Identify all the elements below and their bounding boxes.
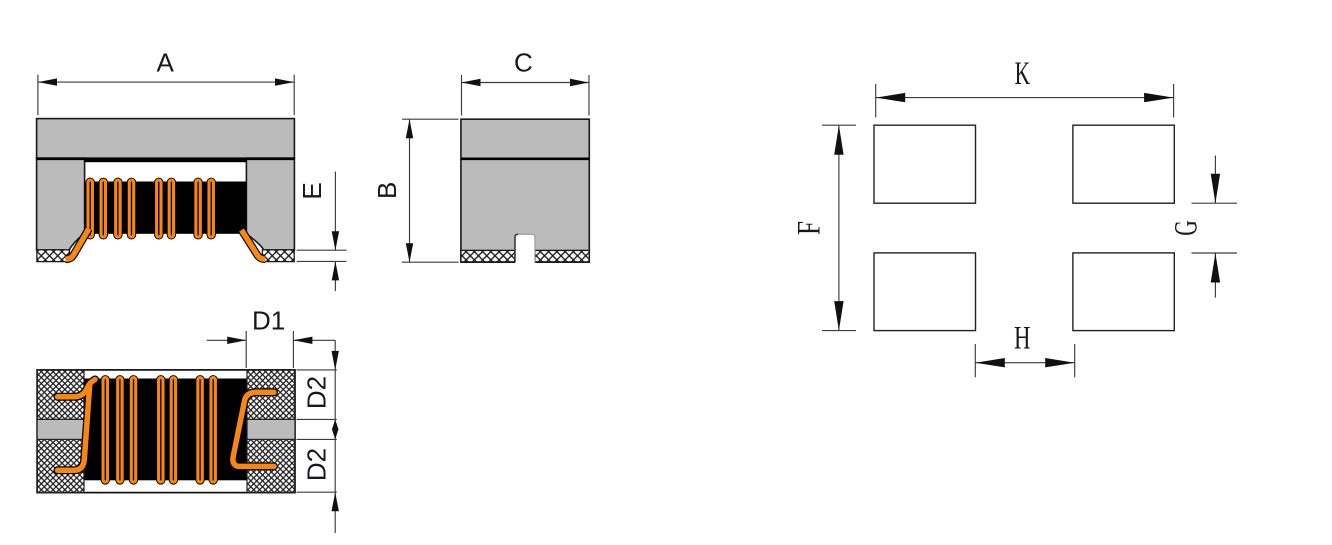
svg-text:F: F — [791, 221, 827, 235]
svg-text:G: G — [1169, 220, 1205, 236]
svg-text:E: E — [297, 182, 327, 199]
svg-text:C: C — [514, 48, 533, 78]
svg-text:K: K — [1015, 56, 1031, 92]
svg-text:D2: D2 — [301, 448, 331, 481]
svg-text:D2: D2 — [301, 376, 331, 409]
svg-text:A: A — [157, 47, 175, 77]
svg-text:H: H — [1014, 320, 1031, 356]
svg-text:D1: D1 — [252, 305, 285, 335]
svg-text:B: B — [372, 182, 402, 199]
